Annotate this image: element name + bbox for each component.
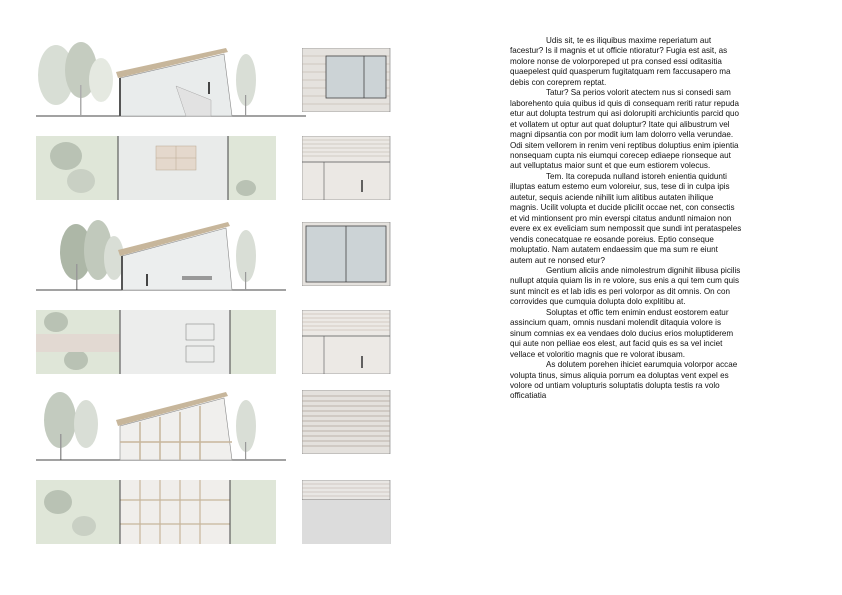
paragraph-text: Gentium aliciis ande nimolestrum dignihi… — [510, 265, 741, 307]
paragraph-text: Tatur? Sa perios volorit atectem nus si … — [510, 88, 740, 171]
section-1-svg — [36, 42, 306, 117]
plan-drawing-2 — [36, 310, 396, 374]
elevation-4 — [301, 309, 392, 375]
paragraph: As dolutem porehen ihiciet earumquia vol… — [510, 360, 742, 402]
elevation-6 — [301, 479, 392, 545]
section-drawing-3 — [36, 384, 396, 464]
paragraph-text: Udis sit, te es iliquibus maxime reperia… — [510, 36, 731, 87]
elevation-2 — [301, 135, 392, 201]
plan-drawing-3 — [36, 480, 396, 544]
paragraph: Tem. Ita corepuda nulland istoreh enient… — [510, 172, 742, 266]
paragraph-text: Tem. Ita corepuda nulland istoreh enient… — [510, 171, 742, 265]
elevation-3 — [301, 221, 392, 287]
paragraph: Udis sit, te es iliquibus maxime reperia… — [510, 36, 742, 88]
elevation-5 — [301, 389, 392, 455]
paragraph-text: Soluptas et offic tem enimin endust eost… — [510, 307, 734, 359]
elevation-1 — [301, 47, 392, 113]
section-drawing-2 — [36, 214, 396, 294]
paragraph: Soluptas et offic tem enimin endust eost… — [510, 308, 742, 360]
plan-drawing-1 — [36, 136, 396, 200]
paragraph: Tatur? Sa perios volorit atectem nus si … — [510, 88, 742, 172]
paragraph-text: As dolutem porehen ihiciet earumquia vol… — [510, 360, 738, 401]
section-drawing-1 — [36, 40, 396, 120]
body-text: Udis sit, te es iliquibus maxime reperia… — [510, 36, 742, 402]
paragraph: Gentium aliciis ande nimolestrum dignihi… — [510, 266, 742, 308]
architectural-drawings — [36, 40, 396, 560]
trees-left — [38, 42, 113, 115]
tree-right — [236, 54, 256, 116]
